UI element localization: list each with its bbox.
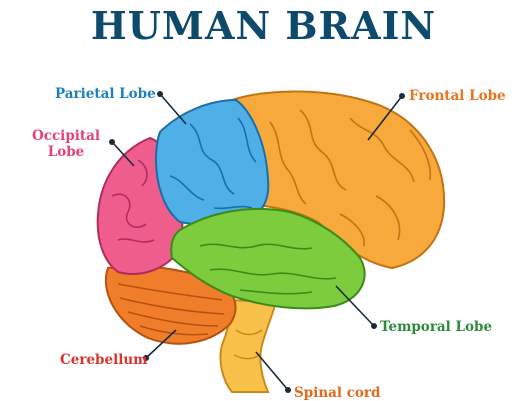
temporal-lobe-label: Temporal Lobe xyxy=(380,319,493,335)
spinal-cord-label: Spinal cord xyxy=(294,385,381,401)
occipital-lobe-label: Occipital Lobe xyxy=(22,128,110,160)
cerebellum-region xyxy=(104,265,237,345)
cerebellum-label: Cerebellum xyxy=(60,352,148,368)
occipital-lobe-label-line2: Lobe xyxy=(47,144,85,160)
frontal-lobe-label: Frontal Lobe xyxy=(409,88,506,104)
occipital-lobe-label-line1: Occipital xyxy=(31,128,100,144)
parietal-lobe-label: Parietal Lobe xyxy=(55,86,156,102)
page-title: HUMAN BRAIN xyxy=(90,3,437,48)
temporal-lobe-region xyxy=(170,207,366,310)
parietal-lobe-region xyxy=(154,98,270,226)
leader-lines xyxy=(109,91,405,393)
brainstem-region xyxy=(219,298,278,393)
